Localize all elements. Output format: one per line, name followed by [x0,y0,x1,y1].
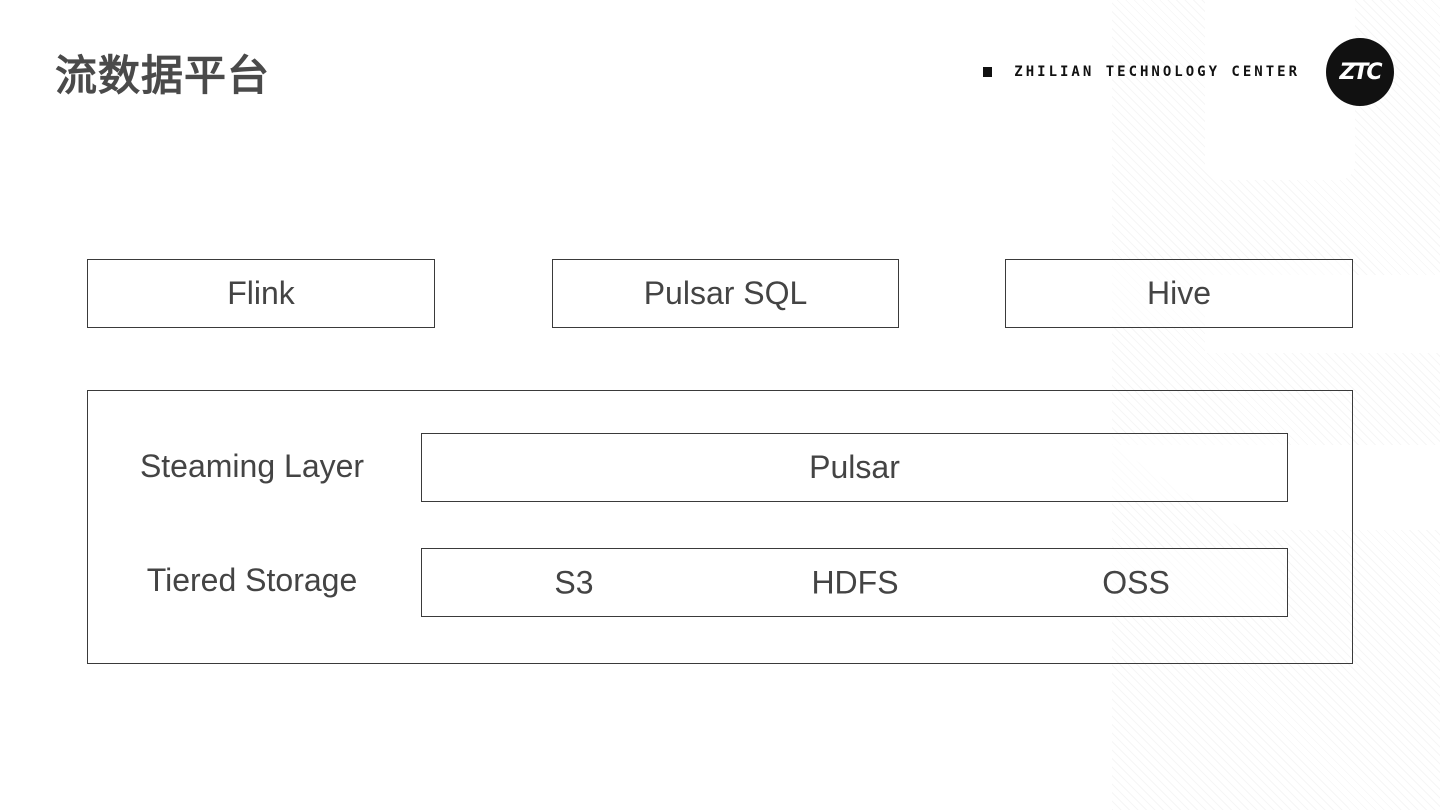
brand-name: ZHILIAN TECHNOLOGY CENTER [1014,64,1300,80]
streaming-layer-label: Steaming Layer [139,448,365,484]
background-pattern [1205,0,1355,180]
component-box-flink: Flink [87,259,435,328]
square-bullet-icon [983,67,993,77]
storage-item-oss: OSS [1102,564,1170,600]
storage-box: S3 HDFS OSS [421,548,1288,617]
tiered-storage-label: Tiered Storage [146,562,358,598]
component-box-hive: Hive [1005,259,1353,328]
ztc-logo: ZTC [1326,38,1394,106]
page-title: 流数据平台 [55,51,271,100]
storage-item-s3: S3 [554,564,594,600]
component-box-pulsar: Pulsar [421,433,1288,502]
platform-container [87,390,1353,664]
brand-header: ZHILIAN TECHNOLOGY CENTER ZTC [983,38,1394,106]
component-box-pulsar-sql: Pulsar SQL [552,259,899,328]
storage-item-hdfs: HDFS [811,564,899,600]
